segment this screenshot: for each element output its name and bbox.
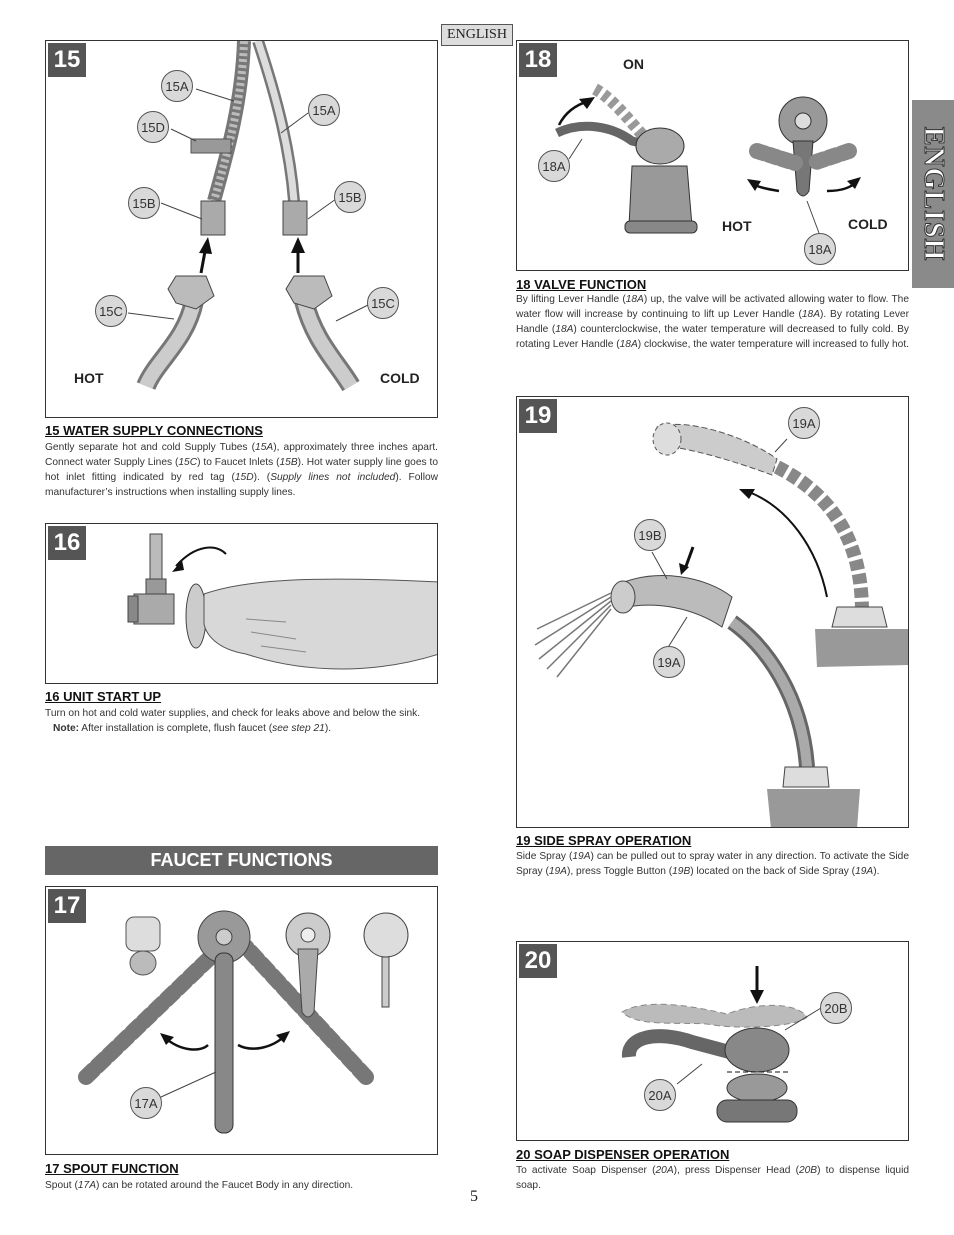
step-19-figure: 19 19A 19B 19A [516, 396, 909, 828]
callout-15a-left: 15A [161, 70, 193, 102]
callout-15c-right: 15C [367, 287, 399, 319]
step-number: 18 [519, 43, 557, 77]
step-18-figure: 18 ON HOT COLD 18A 18A [516, 40, 909, 271]
step-19-text: Side Spray (19A) can be pulled out to sp… [516, 851, 909, 877]
supply-connections-illustration [127, 41, 369, 392]
callout-15b-right: 15B [334, 181, 366, 213]
step-number: 20 [519, 944, 557, 978]
step-16-instruction: Turn on hot and cold water supplies, and… [45, 708, 421, 719]
callout-15d: 15D [137, 111, 169, 143]
step-number: 19 [519, 399, 557, 433]
side-language-tab: ENGLISH [912, 100, 954, 288]
step-15-heading: 15 WATER SUPPLY CONNECTIONS [45, 423, 263, 438]
callout-19a-bottom: 19A [653, 646, 685, 678]
cold-label: COLD [380, 370, 420, 386]
step-16-note: Note: After installation is complete, fl… [53, 723, 332, 734]
side-spray-illustration [534, 422, 908, 827]
callout-19b: 19B [634, 519, 666, 551]
callout-15c-left: 15C [95, 295, 127, 327]
step-16-text: Turn on hot and cold water supplies, and… [45, 706, 438, 736]
callout-15b-left: 15B [128, 187, 160, 219]
callout-15a-right: 15A [308, 94, 340, 126]
step-16-heading: 16 UNIT START UP [45, 689, 162, 704]
step-15-figure: 15 15A 15A 15D 15B 15B 15C 15C HOT COLD [45, 40, 438, 418]
step-17-heading: 17 SPOUT FUNCTION [45, 1161, 179, 1176]
step-20-text: To activate Soap Dispenser (20A), press … [516, 1165, 909, 1191]
valve-hand-illustration [127, 533, 437, 670]
step-number: 16 [48, 526, 86, 560]
valve-function-illustration [555, 83, 861, 234]
step-15-text: Gently separate hot and cold Supply Tube… [45, 442, 439, 498]
callout-20a: 20A [644, 1079, 676, 1111]
step-number: 17 [48, 889, 86, 923]
hot-label: HOT [722, 218, 752, 234]
callout-20b: 20B [820, 992, 852, 1024]
step-18-heading: 18 VALVE FUNCTION [516, 277, 647, 292]
callout-19a-top: 19A [788, 407, 820, 439]
spout-rotation-illustration [78, 910, 409, 1134]
soap-dispenser-illustration [621, 966, 822, 1123]
step-17-figure: 17 17A [45, 886, 438, 1155]
side-tab-label: ENGLISH [918, 126, 950, 262]
step-16-figure: 16 [45, 523, 438, 684]
step-number: 15 [48, 43, 86, 77]
language-tab: ENGLISH [441, 24, 513, 46]
step-18-text: By lifting Lever Handle (18A) up, the va… [516, 294, 909, 350]
step-20-heading: 20 SOAP DISPENSER OPERATION [516, 1147, 730, 1162]
step-17-text: Spout (17A) can be rotated around the Fa… [45, 1180, 354, 1191]
page-number: 5 [470, 1188, 478, 1205]
section-banner: FAUCET FUNCTIONS [45, 846, 438, 875]
step-19-heading: 19 SIDE SPRAY OPERATION [516, 833, 692, 848]
callout-18a-left: 18A [538, 150, 570, 182]
step-20-figure: 20 20B 20A [516, 941, 909, 1141]
callout-18a-right: 18A [804, 233, 836, 265]
callout-17a: 17A [130, 1087, 162, 1119]
on-label: ON [623, 56, 644, 72]
hot-label: HOT [74, 370, 104, 386]
cold-label: COLD [848, 216, 888, 232]
